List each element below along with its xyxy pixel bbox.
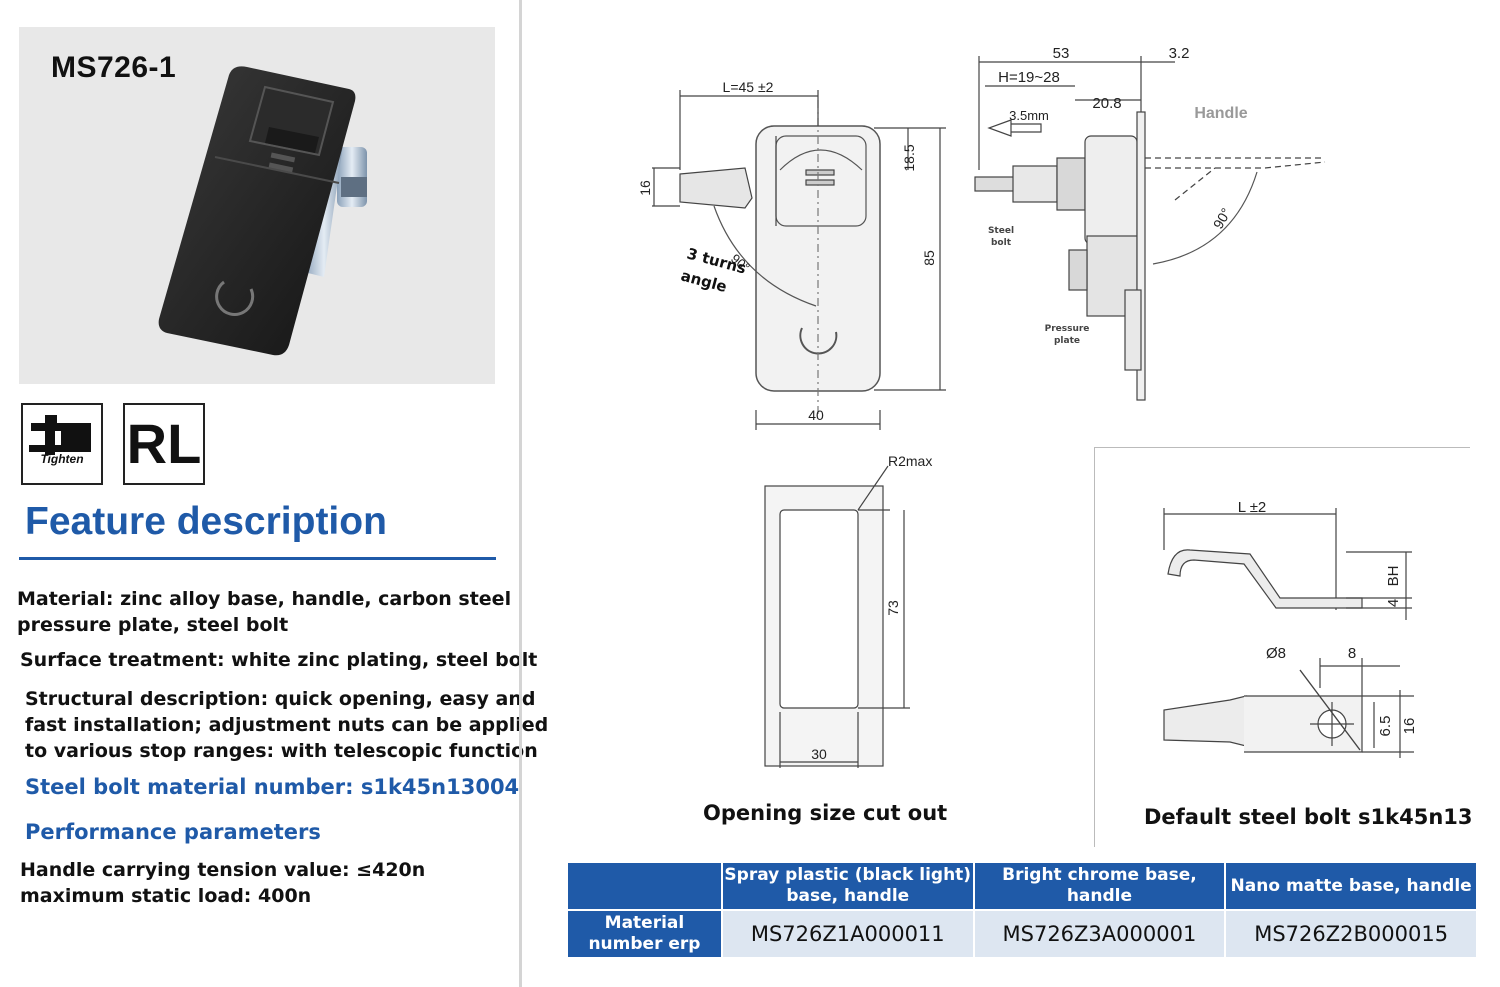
table-header-spray: Spray plastic (black light) base, handle [720,861,975,911]
title-underline [19,557,496,560]
dim-3-2: 3.2 [1169,45,1190,62]
front-view-drawing: L=45 ±2 18.5 16 85 40 90° 3 turns angle [637,79,946,430]
erp-table: Spray plastic (black light) base, handle… [566,861,1478,959]
table-row-label: Material number erp [566,909,723,959]
structural-line-3: to various stop ranges: with telescopic … [25,740,538,762]
dim-L: L=45 ±2 [723,79,774,95]
surface-treatment: Surface treatment: white zinc plating, s… [20,649,538,671]
table-header-empty [566,861,723,911]
cutout-caption: Opening size cut out [703,801,948,825]
dim-BH: BH [1385,566,1402,587]
table-cell-nano: MS726Z2B000015 [1224,909,1478,959]
dim-85: 85 [921,250,937,266]
model-label: MS726-1 [51,51,177,84]
plate-label: plate [1054,336,1080,346]
tighten-icon-label: Tighten [40,452,83,466]
table-header-chrome: Bright chrome base, handle [972,861,1227,911]
rl-icon-label: RL [126,412,202,475]
bolt-label: bolt [991,238,1012,248]
table-header-row: Spray plastic (black light) base, handle… [566,861,1478,911]
dim-53: 53 [1053,45,1070,62]
dim-L-bolt: L ±2 [1238,499,1267,516]
tighten-icon: Tighten [21,403,103,485]
table-cell-spray: MS726Z1A000011 [720,909,975,959]
structural-line-2: fast installation; adjustment nuts can b… [25,714,549,736]
panel-border-left [1094,447,1095,847]
dim-R2max: R2max [888,453,932,469]
bolt-caption: Default steel bolt s1k45n13 [1144,805,1473,829]
side-view-drawing: 53 3.2 H=19~28 20.8 3.5mm Handle 90° Ste… [974,45,1326,401]
deg-90-side: 90° [1210,205,1234,231]
material-line-2: pressure plate, steel bolt [17,614,289,636]
handle-label: Handle [1194,105,1247,122]
structural-line-1: Structural description: quick opening, e… [25,688,536,710]
static-load: maximum static load: 400n [20,885,312,907]
table-cell-chrome: MS726Z3A000001 [972,909,1227,959]
product-photo: MS726-1 [19,27,495,384]
dim-40: 40 [808,407,824,423]
dim-4: 4 [1385,599,1402,607]
bolt-material-number: Steel bolt material number: s1k45n13004 [25,775,520,799]
material-line-1: Material: zinc alloy base, handle, carbo… [17,588,512,610]
steel-label: Steel [988,226,1014,236]
tension-value: Handle carrying tension value: ≤420n [20,859,426,881]
dim-16: 16 [637,180,653,196]
pressure-label: Pressure [1045,324,1090,334]
performance-title: Performance parameters [25,820,321,844]
dim-phi8: Ø8 [1266,645,1286,662]
dim-73: 73 [885,600,901,616]
latch-photo-illustration [158,66,367,356]
dim-18-5: 18.5 [901,144,917,171]
dim-8: 8 [1348,645,1356,662]
dim-30: 30 [811,746,827,762]
rl-icon: RL [123,403,205,485]
feature-title: Feature description [25,500,387,543]
dim-16-bolt: 16 [1401,718,1418,735]
table-row: Material number erp MS726Z1A000011 MS726… [566,909,1478,959]
panel-border-top [1094,447,1470,448]
dim-H: H=19~28 [998,69,1060,86]
bolt-drawing: L ±2 BH 4 Ø8 8 6.5 16 [1163,499,1418,758]
cutout-drawing: R2max 73 30 [764,453,932,768]
dim-6-5: 6.5 [1377,716,1394,737]
table-header-nano: Nano matte base, handle [1224,861,1478,911]
dim-20-8: 20.8 [1092,95,1121,112]
dim-3-5mm: 3.5mm [1009,108,1049,123]
column-divider [519,0,522,987]
